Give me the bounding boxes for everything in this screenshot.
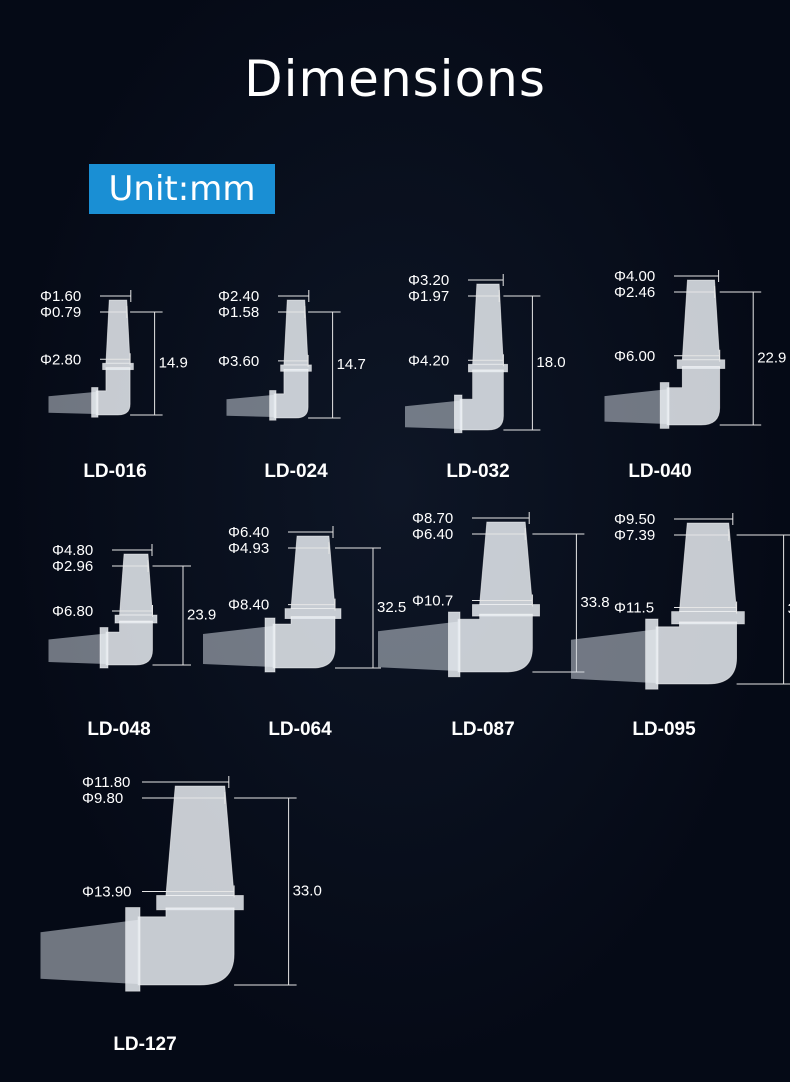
dim-diameter-3: Φ3.60 <box>218 353 259 370</box>
dim-height-label: 14.7 <box>337 356 366 373</box>
fitting-elbow <box>95 367 131 416</box>
dim-diameter-2: Φ6.40 <box>412 526 453 543</box>
model-caption: LD-048 <box>87 719 150 740</box>
dim-diameter-3: Φ8.40 <box>228 597 269 614</box>
dim-diameter-3: Φ6.80 <box>52 603 93 620</box>
dim-diameter-2: Φ0.79 <box>40 304 81 321</box>
dim-height-label: 33.0 <box>293 883 322 900</box>
fitting-side-collar <box>99 627 109 669</box>
model-caption: LD-087 <box>451 719 514 740</box>
dim-diameter-1: Φ3.20 <box>408 272 449 289</box>
fitting-side-collar <box>264 617 276 673</box>
dim-diameter-1: Φ11.80 <box>82 774 130 791</box>
fitting-horizontal-barb <box>40 919 138 984</box>
dim-diameter-3: Φ2.80 <box>40 351 81 368</box>
dim-diameter-2: Φ1.97 <box>408 288 449 305</box>
dim-diameter-3: Φ11.5 <box>614 600 654 617</box>
dim-height-label: 32.5 <box>377 599 406 616</box>
fitting-vertical-barb <box>165 785 235 896</box>
fitting-side-collar <box>659 382 670 429</box>
model-caption: LD-127 <box>113 1034 176 1055</box>
fitting-side-collar <box>447 611 461 678</box>
unit-badge: Unit:mm <box>89 164 275 214</box>
model-caption: LD-024 <box>264 461 328 482</box>
dim-diameter-2: Φ1.58 <box>218 304 259 321</box>
dim-diameter-3: Φ6.00 <box>614 348 655 365</box>
fitting-horizontal-barb <box>571 629 656 683</box>
dim-height-label: 14.9 <box>159 355 188 372</box>
dim-diameter-3: Φ10.7 <box>412 593 453 610</box>
fitting-vertical-barb <box>290 535 336 609</box>
dim-diameter-1: Φ4.00 <box>614 268 655 285</box>
dim-diameter-2: Φ2.96 <box>52 558 93 575</box>
dim-diameter-1: Φ4.80 <box>52 542 93 559</box>
dim-height-label: 22.9 <box>757 350 786 367</box>
dim-height-label: 33.8 <box>580 594 609 611</box>
fitting-horizontal-barb <box>203 626 273 667</box>
model-caption: LD-040 <box>628 461 691 482</box>
fitting-side-collar <box>453 394 463 434</box>
fitting-horizontal-barb <box>405 400 460 429</box>
dim-diameter-3: Φ4.20 <box>408 352 449 369</box>
model-caption: LD-016 <box>83 461 146 482</box>
dim-diameter-2: Φ4.93 <box>228 540 269 557</box>
dim-diameter-1: Φ9.50 <box>614 511 655 528</box>
dim-diameter-2: Φ7.39 <box>614 527 655 544</box>
fitting-side-collar <box>91 387 99 418</box>
dim-diameter-1: Φ2.40 <box>218 288 259 305</box>
fitting-elbow <box>666 366 721 426</box>
dim-diameter-3: Φ13.90 <box>82 883 132 900</box>
fitting-elbow <box>459 369 504 431</box>
dim-diameter-1: Φ6.40 <box>228 524 269 541</box>
fitting-elbow <box>105 620 153 666</box>
fitting-horizontal-barb <box>48 633 106 664</box>
fitting-elbow <box>457 613 533 673</box>
dim-diameter-2: Φ2.46 <box>614 284 655 301</box>
dim-height-label: 38.0 <box>788 601 790 618</box>
fitting-vertical-barb <box>678 522 738 612</box>
dim-height-label: 18.0 <box>536 354 565 371</box>
model-caption: LD-064 <box>268 719 332 740</box>
model-caption: LD-095 <box>632 719 696 740</box>
dim-diameter-1: Φ8.70 <box>412 510 453 527</box>
fitting-side-collar <box>645 618 659 690</box>
fitting-side-collar <box>269 390 277 421</box>
fitting-elbow <box>655 621 737 685</box>
fitting-horizontal-barb <box>48 391 96 414</box>
page-title: Dimensions <box>244 50 546 108</box>
dim-height-label: 23.9 <box>187 607 216 624</box>
fitting-side-collar <box>125 907 141 992</box>
fitting-horizontal-barb <box>226 394 274 417</box>
fitting-elbow <box>137 907 235 986</box>
dim-diameter-1: Φ1.60 <box>40 288 81 305</box>
fitting-horizontal-barb <box>604 389 667 424</box>
dim-diameter-2: Φ9.80 <box>82 790 123 807</box>
model-caption: LD-032 <box>446 461 509 482</box>
fitting-elbow <box>273 368 309 419</box>
fitting-elbow <box>272 616 336 669</box>
fitting-horizontal-barb <box>378 621 458 671</box>
